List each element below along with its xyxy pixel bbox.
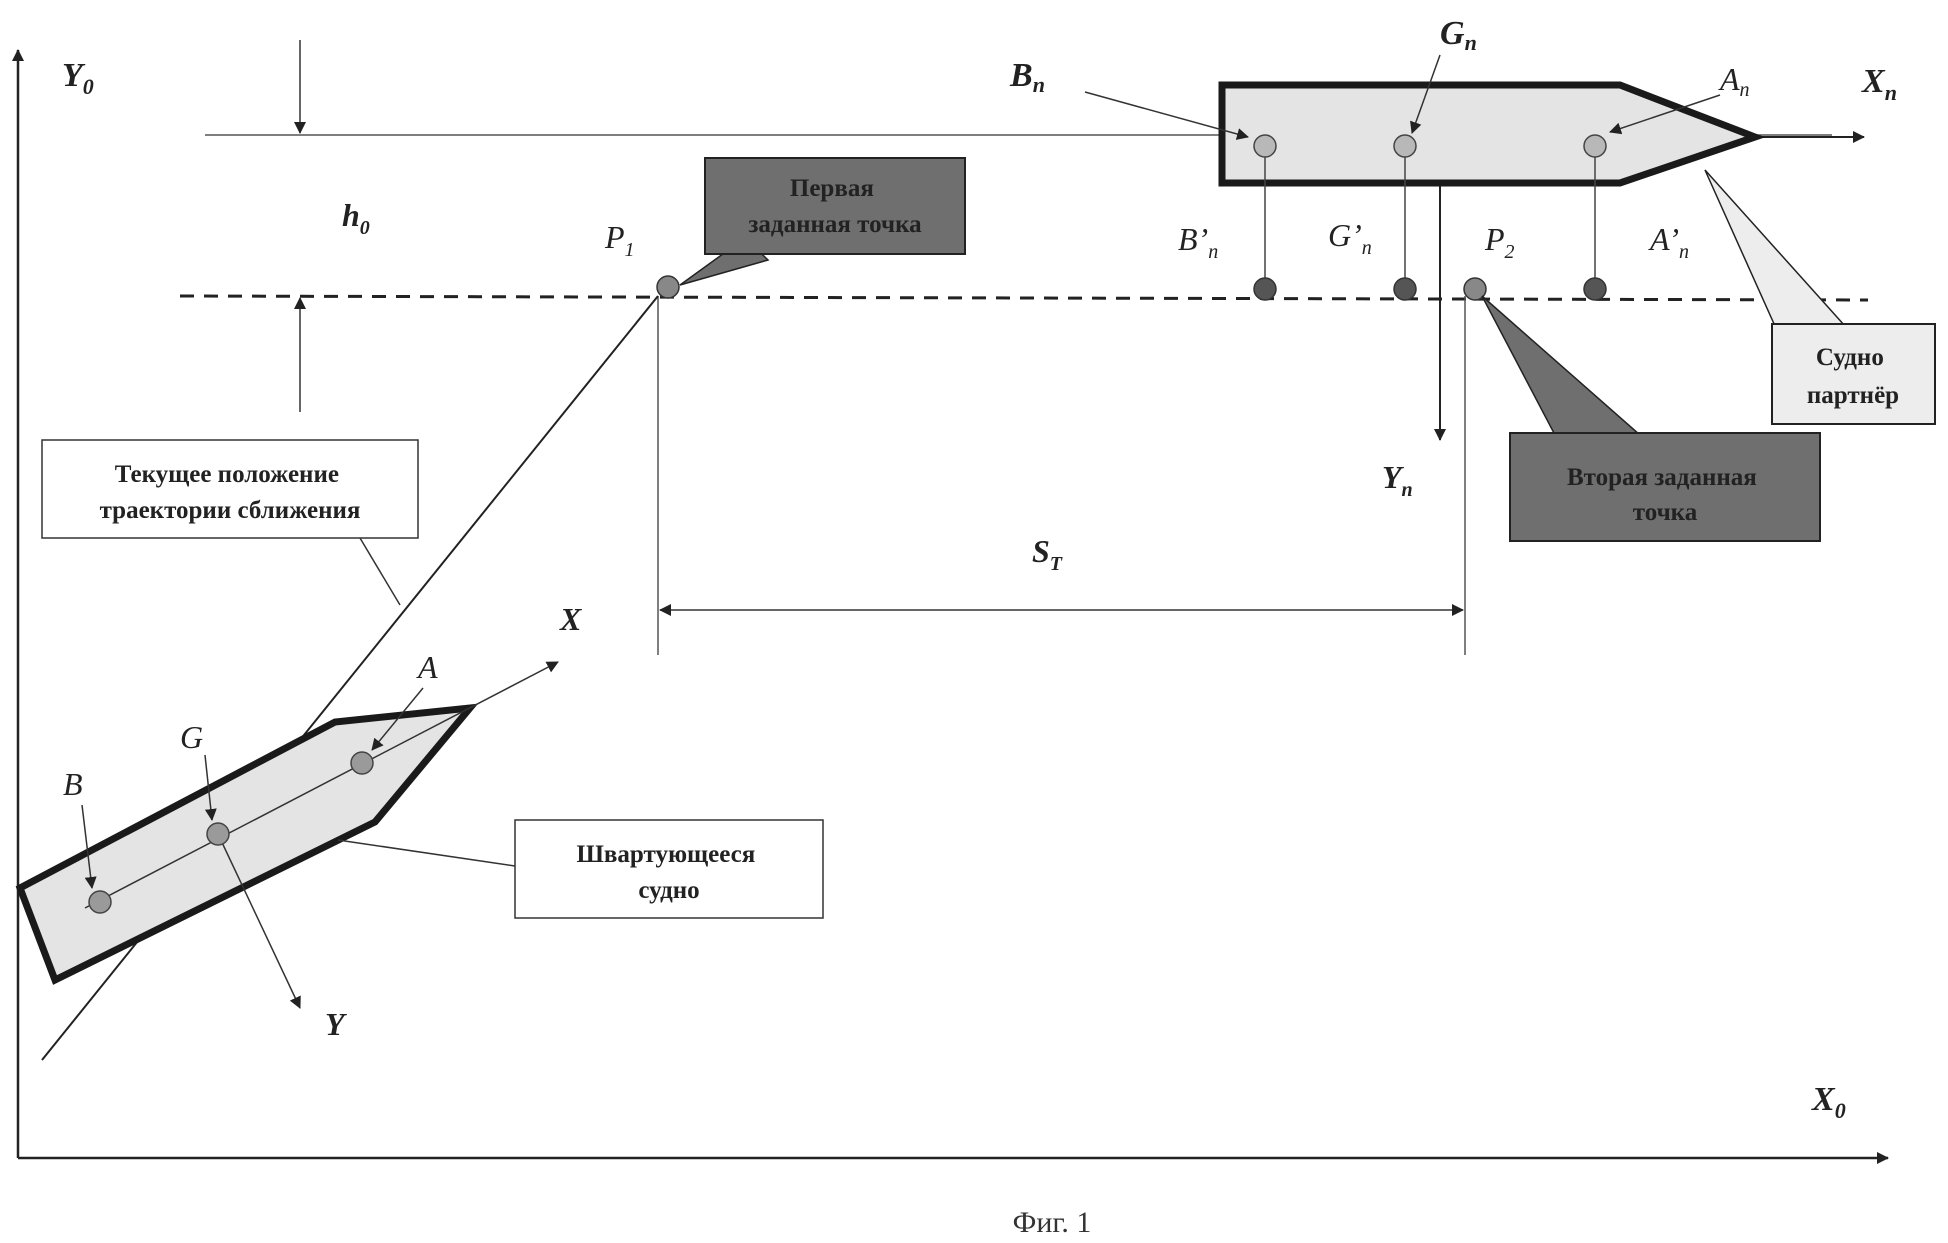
h0-label-sub: 0 bbox=[360, 217, 370, 239]
first-point-line2: заданная точка bbox=[748, 211, 922, 238]
svg-text:h0: h0 bbox=[342, 197, 370, 239]
svg-text:Bп: Bп bbox=[1009, 57, 1045, 97]
point-an-proj bbox=[1584, 278, 1606, 300]
gn-label-sub: п bbox=[1465, 30, 1477, 55]
trajectory-line1: Текущее положение bbox=[115, 461, 339, 488]
bn-proj-label: B’ bbox=[1178, 221, 1208, 257]
bn-label-sub: п bbox=[1033, 72, 1045, 97]
point-bn bbox=[1254, 135, 1276, 157]
xn-label: X bbox=[1861, 63, 1886, 100]
svg-text:Aп: Aп bbox=[1718, 61, 1750, 101]
an-proj-label-sub: п bbox=[1679, 241, 1689, 263]
h0-label: h bbox=[342, 197, 360, 233]
mooring-vessel-leader bbox=[338, 840, 515, 866]
svg-text:ST: ST bbox=[1032, 533, 1063, 575]
y-label: Y bbox=[325, 1006, 347, 1042]
svg-text:Y0: Y0 bbox=[62, 57, 94, 99]
first-point-callout bbox=[705, 158, 965, 254]
svg-text:G’п: G’п bbox=[1328, 217, 1372, 259]
p2-label-sub: 2 bbox=[1505, 241, 1515, 263]
partner-callout bbox=[1772, 324, 1935, 424]
bn-label: B bbox=[1009, 57, 1033, 94]
point-p1 bbox=[657, 276, 679, 298]
second-point-line1: Вторая заданная bbox=[1567, 464, 1757, 491]
mooring-vessel-line2: судно bbox=[638, 877, 699, 904]
p2-label: P bbox=[1484, 221, 1505, 257]
partner-line1: Судно bbox=[1816, 344, 1884, 371]
partner-callout-pointer bbox=[1705, 170, 1845, 326]
svg-text:X0: X0 bbox=[1811, 1081, 1846, 1123]
x0-label: X bbox=[1811, 1081, 1836, 1118]
x0-label-sub: 0 bbox=[1835, 1098, 1846, 1123]
point-a bbox=[351, 752, 373, 774]
bn-proj-label-sub: п bbox=[1208, 241, 1218, 263]
second-point-line2: точка bbox=[1633, 499, 1698, 526]
gn-proj-label: G’ bbox=[1328, 217, 1362, 253]
figure-caption: Фиг. 1 bbox=[1013, 1206, 1092, 1239]
gn-proj-label-sub: п bbox=[1362, 237, 1372, 259]
svg-text:P2: P2 bbox=[1484, 221, 1515, 263]
a-label: A bbox=[416, 649, 438, 685]
partner-vessel-hull bbox=[1222, 85, 1755, 183]
point-an bbox=[1584, 135, 1606, 157]
st-label: S bbox=[1032, 533, 1050, 569]
st-label-sub: T bbox=[1050, 553, 1063, 575]
trajectory-line2: траектории сближения bbox=[100, 497, 361, 524]
p1-label-sub: 1 bbox=[625, 239, 635, 261]
point-g bbox=[207, 823, 229, 845]
point-b bbox=[89, 891, 111, 913]
approach-trajectory bbox=[42, 296, 658, 1060]
point-gn bbox=[1394, 135, 1416, 157]
trajectory-leader bbox=[360, 538, 400, 605]
p1-label: P bbox=[604, 219, 625, 255]
svg-text:Xп: Xп bbox=[1861, 63, 1897, 105]
g-label: G bbox=[180, 719, 203, 755]
x-axis bbox=[85, 662, 558, 908]
gn-label: G bbox=[1440, 15, 1465, 52]
b-label: B bbox=[63, 766, 83, 802]
mooring-vessel-hull bbox=[20, 708, 470, 980]
an-proj-label: A’ bbox=[1648, 221, 1679, 257]
svg-text:Gп: Gп bbox=[1440, 15, 1477, 55]
xn-label-sub: п bbox=[1885, 80, 1897, 105]
mooring-vessel-line1: Швартующееся bbox=[576, 841, 755, 868]
second-point-callout-pointer bbox=[1482, 296, 1640, 435]
an-label-sub: п bbox=[1740, 79, 1750, 101]
y0-label-sub: 0 bbox=[83, 74, 94, 99]
partner-line2: партнёр bbox=[1807, 382, 1899, 409]
svg-text:A’п: A’п bbox=[1648, 221, 1689, 263]
svg-text:B’п: B’п bbox=[1178, 221, 1218, 263]
first-point-line1: Первая bbox=[790, 175, 874, 202]
x-label: X bbox=[559, 601, 582, 637]
svg-text:Yп: Yп bbox=[1382, 459, 1413, 501]
point-bn-proj bbox=[1254, 278, 1276, 300]
an-label: A bbox=[1718, 61, 1740, 97]
yn-label-sub: п bbox=[1402, 479, 1413, 501]
target-line bbox=[180, 296, 1868, 300]
svg-text:P1: P1 bbox=[604, 219, 635, 261]
point-gn-proj bbox=[1394, 278, 1416, 300]
